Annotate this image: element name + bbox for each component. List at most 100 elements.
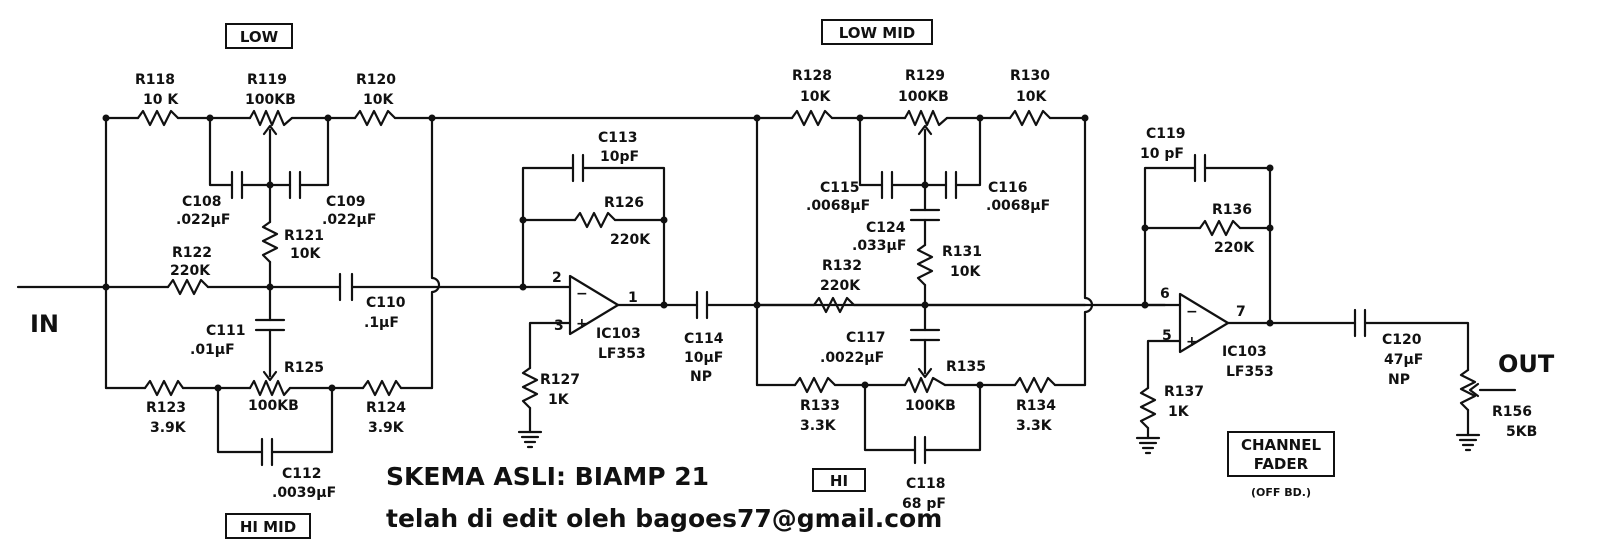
opamp1-pin2: 2 [552, 270, 562, 286]
c124-value: .033µF [852, 238, 906, 254]
off-board-note: (OFF BD.) [1251, 486, 1311, 499]
resistor-r137 [1139, 386, 1157, 430]
c120-type: NP [1388, 372, 1410, 388]
r126-value: 220K [610, 232, 651, 248]
opamp1-pin1: 1 [628, 290, 638, 306]
wires-low-himid [16, 116, 759, 454]
potentiometer-r119 [248, 109, 294, 136]
resistor-r126 [573, 211, 617, 229]
c111-ref: C111 [206, 323, 246, 339]
c111-value: .01µF [190, 342, 235, 358]
c109-ref: C109 [326, 194, 366, 210]
potentiometer-r156 [1459, 368, 1480, 412]
opamp2-minus-sign: − [1186, 304, 1198, 320]
hi-section-box [812, 468, 866, 492]
c120-ref: C120 [1382, 332, 1422, 348]
ground-r127 [517, 430, 543, 449]
wires-lowmid-hi [755, 116, 1167, 452]
r120-ref: R120 [356, 72, 396, 88]
resistor-r134 [1013, 376, 1057, 394]
c110-ref: C110 [366, 295, 406, 311]
c113-ref: C113 [598, 130, 638, 146]
resistor-r118 [136, 109, 180, 127]
c112-ref: C112 [282, 466, 322, 482]
opamp2-pin6: 6 [1160, 286, 1170, 302]
c108-ref: C108 [182, 194, 222, 210]
opamp-ic103-b [1178, 292, 1230, 354]
c114-value: 10µF [684, 350, 723, 366]
capacitor-c118 [913, 435, 927, 465]
junction-dots-opamp2 [1141, 164, 1274, 327]
low-section-label: LOW [240, 28, 279, 46]
r120-value: 10K [363, 92, 394, 108]
capacitor-c116 [944, 170, 958, 200]
r121-ref: R121 [284, 228, 324, 244]
r135-value: 100KB [905, 398, 956, 414]
r118-value: 10 K [143, 92, 179, 108]
credit-line-2: telah di edit oleh bagoes77@gmail.com [386, 504, 943, 533]
r133-value: 3.3K [800, 418, 837, 434]
c109-value: .022µF [322, 212, 376, 228]
c110-value: .1µF [364, 315, 399, 331]
c112-value: .0039µF [272, 485, 336, 501]
r136-value: 220K [1214, 240, 1255, 256]
opamp2-part: LF353 [1226, 364, 1274, 380]
capacitor-c120 [1353, 308, 1367, 338]
r133-ref: R133 [800, 398, 840, 414]
resistor-r130 [1008, 109, 1052, 127]
c113-value: 10pF [600, 149, 639, 165]
r123-value: 3.9K [150, 420, 187, 436]
r125-value: 100KB [248, 398, 299, 414]
channel-fader-label-2: FADER [1254, 455, 1309, 473]
opamp2-pin7: 7 [1236, 304, 1246, 320]
capacitor-c108 [230, 170, 244, 200]
r128-ref: R128 [792, 68, 832, 84]
himid-section-box [225, 513, 311, 539]
capacitor-c114 [695, 290, 709, 320]
resistor-r127 [521, 366, 539, 410]
r131-value: 10K [950, 264, 981, 280]
r130-value: 10K [1016, 89, 1047, 105]
r156-ref: R156 [1492, 404, 1532, 420]
resistor-r123 [143, 379, 185, 397]
himid-section-label: HI MID [240, 518, 296, 536]
c117-ref: C117 [846, 330, 886, 346]
c116-value: .0068µF [986, 198, 1050, 214]
r119-value: 100KB [245, 92, 296, 108]
opamp2-ref: IC103 [1222, 344, 1267, 360]
resistor-r122 [166, 278, 210, 296]
lowmid-section-box [821, 19, 933, 45]
resistor-r132 [812, 296, 856, 314]
c120-value: 47µF [1384, 352, 1423, 368]
channel-fader-box [1227, 431, 1335, 477]
opamp-ic103-a [568, 274, 620, 336]
r124-ref: R124 [366, 400, 406, 416]
potentiometer-r135 [903, 367, 947, 394]
capacitor-c117 [909, 328, 941, 342]
r134-value: 3.3K [1016, 418, 1053, 434]
lowmid-section-label: LOW MID [839, 24, 916, 42]
r118-ref: R118 [135, 72, 175, 88]
wires-opamp2 [1143, 166, 1517, 440]
ground-r137 [1135, 436, 1161, 455]
opamp1-pin3: 3 [554, 318, 564, 334]
opamp2-plus-sign: + [1186, 334, 1198, 350]
r127-ref: R127 [540, 372, 580, 388]
r135-ref: R135 [946, 359, 986, 375]
r122-value: 220K [170, 263, 211, 279]
r124-value: 3.9K [368, 420, 405, 436]
r156-value: 5KB [1506, 424, 1537, 440]
r125-ref: R125 [284, 360, 324, 376]
r134-ref: R134 [1016, 398, 1056, 414]
capacitor-c112 [260, 437, 274, 467]
c119-value: 10 pF [1140, 146, 1184, 162]
opamp1-minus-sign: − [576, 286, 588, 302]
input-label: IN [30, 310, 59, 338]
opamp1-ref: IC103 [596, 326, 641, 342]
r127-value: 1K [548, 392, 570, 408]
r131-ref: R131 [942, 244, 982, 260]
resistor-r131 [916, 243, 934, 287]
r137-ref: R137 [1164, 384, 1204, 400]
r137-value: 1K [1168, 404, 1190, 420]
